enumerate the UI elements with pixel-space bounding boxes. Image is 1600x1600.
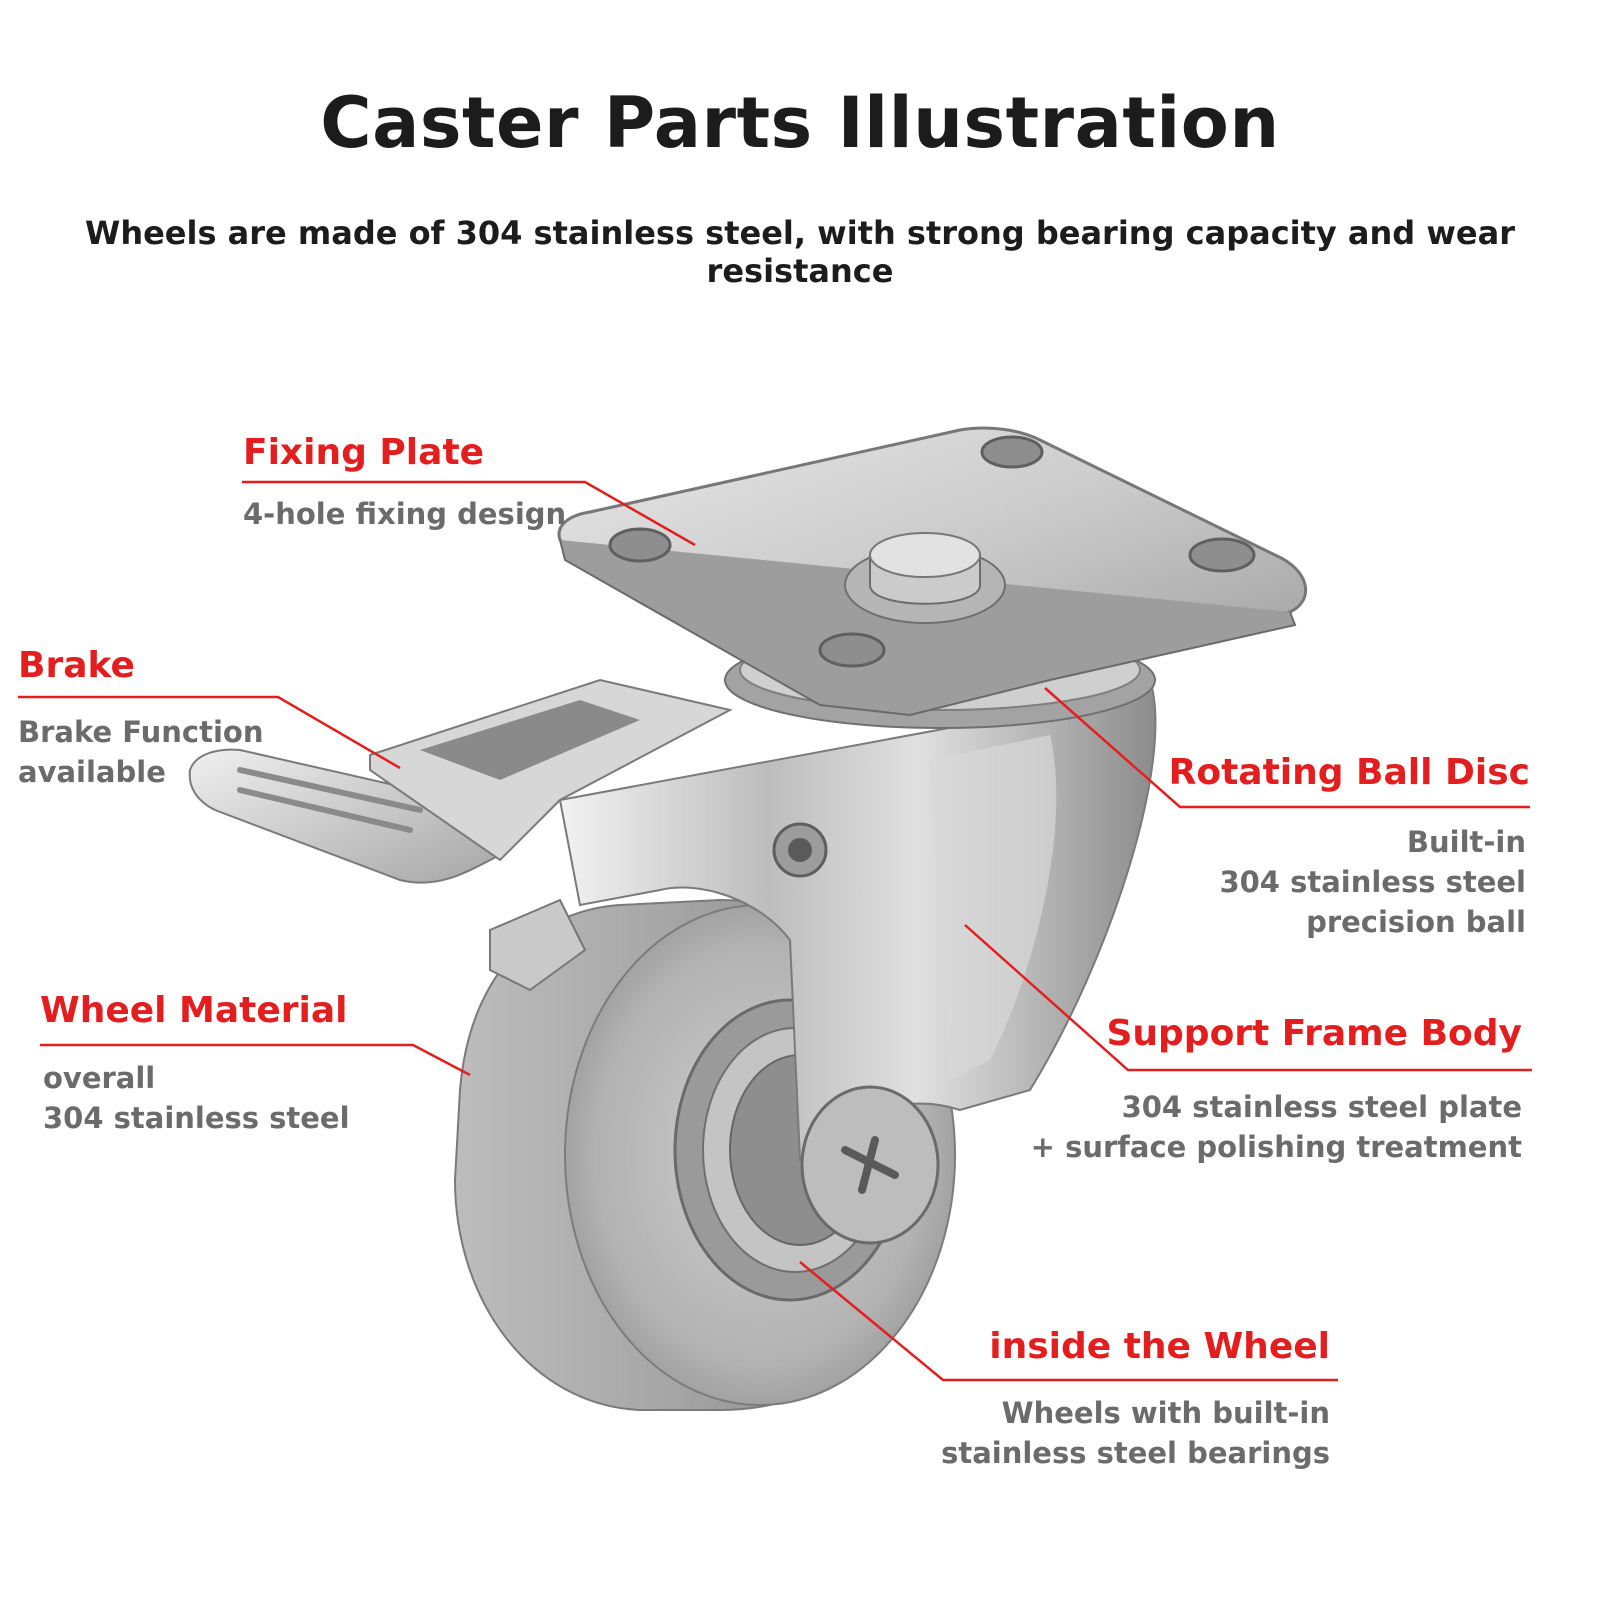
- fixing-plate-label: Fixing Plate: [243, 432, 485, 473]
- support-frame-label: Support Frame Body: [1106, 1013, 1522, 1054]
- wheel-material-desc: overall 304 stainless steel: [43, 1058, 350, 1138]
- inside-wheel-line: [799, 1261, 1338, 1382]
- page-title: Caster Parts Illustration: [320, 82, 1280, 164]
- brake-line: [18, 695, 401, 770]
- support-frame-desc-line: 304 stainless steel plate: [1121, 1090, 1522, 1124]
- support-frame-line: [964, 924, 1532, 1072]
- brake-desc-line: available: [18, 755, 166, 789]
- inside-wheel-desc-line: Wheels with built-in: [1001, 1396, 1330, 1430]
- rotating-ball-disc-label: Rotating Ball Disc: [1168, 752, 1530, 793]
- brake-lever: [188, 678, 733, 992]
- fixing-plate-desc-line: 4-hole fixing design: [243, 497, 567, 531]
- wheel-material-desc-line: overall: [43, 1061, 156, 1095]
- axle-bolt: [800, 1085, 940, 1245]
- rotating-ball-disc-desc-line: 304 stainless steel: [1219, 865, 1526, 899]
- callout-lines: [18, 480, 1532, 1382]
- brake-desc: Brake Function available: [18, 712, 263, 792]
- page-subtitle: Wheels are made of 304 stainless steel, …: [85, 214, 1515, 290]
- inside-wheel-label: inside the Wheel: [989, 1326, 1330, 1367]
- fixing-plate-line: [242, 480, 696, 547]
- wheel-material-label: Wheel Material: [40, 990, 348, 1031]
- support-frame: [558, 678, 1157, 1163]
- brake-desc-line: Brake Function: [18, 715, 264, 749]
- inside-wheel-desc-line: stainless steel bearings: [941, 1436, 1330, 1470]
- wheel-material-line: [40, 1043, 471, 1077]
- rotating-disc-line: [1044, 687, 1530, 809]
- support-frame-desc: 304 stainless steel plate + surface poli…: [1031, 1087, 1522, 1167]
- fixing-plate-desc: 4-hole fixing design: [243, 494, 566, 534]
- rotating-ball-disc-desc: Built-in 304 stainless steel precision b…: [1219, 822, 1526, 942]
- fixing-plate: [557, 426, 1308, 717]
- brake-label: Brake: [18, 645, 135, 686]
- inside-wheel-desc: Wheels with built-in stainless steel bea…: [941, 1393, 1330, 1473]
- support-frame-desc-line: + surface polishing treatment: [1030, 1130, 1522, 1164]
- wheel-material-desc-line: 304 stainless steel: [43, 1101, 350, 1135]
- rotating-ball-disc-desc-line: precision ball: [1306, 905, 1526, 939]
- rotating-ball-disc-desc-line: Built-in: [1406, 825, 1526, 859]
